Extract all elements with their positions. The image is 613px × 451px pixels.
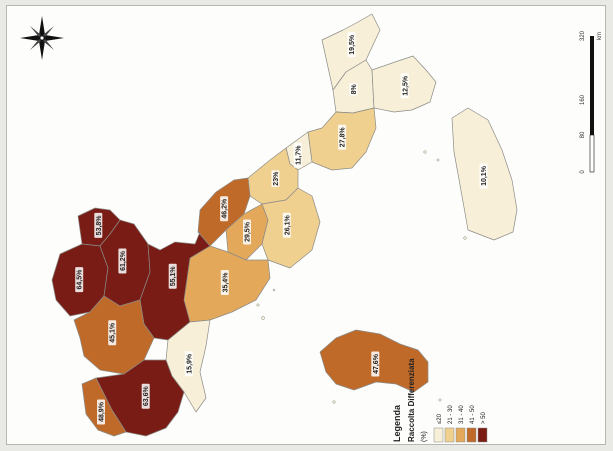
- region-label-bg: [282, 212, 291, 238]
- scale-unit-label: km: [597, 32, 603, 40]
- region-label: 8%: [351, 83, 358, 94]
- region-label-group: 26,1%: [282, 212, 291, 238]
- legend-swatch: [455, 427, 466, 443]
- region-label: 47,6%: [373, 353, 380, 374]
- legend-unit: (%): [421, 431, 428, 442]
- legend-swatch: [444, 427, 455, 443]
- region-label-bg: [220, 270, 229, 295]
- region-label-bg: [94, 212, 103, 238]
- legend: Legenda Raccolta Differenziata (%) ≤20 21…: [392, 358, 488, 443]
- region-label-group: 23%: [271, 170, 280, 187]
- legend-title: Legenda: [392, 404, 402, 442]
- scale-bar: 0 80 160 320 km: [580, 30, 603, 173]
- region-r10: [261, 187, 321, 269]
- region-label-bg: [220, 196, 229, 222]
- region-label-bg: [349, 83, 358, 96]
- region-label-bg: [243, 219, 251, 245]
- scale-tick-label: 160: [580, 94, 586, 105]
- region-label: 53,8%: [96, 215, 103, 236]
- region-label: 64,5%: [77, 269, 84, 290]
- region-label-group: 47,6%: [371, 351, 380, 377]
- region-label-bg: [338, 124, 347, 150]
- region-label-bg: [75, 267, 84, 293]
- region-label-bg: [400, 73, 409, 99]
- region-label: 35,4%: [222, 272, 229, 293]
- region-label-group: 63,6%: [141, 383, 150, 409]
- region-label-group: 15,9%: [184, 351, 193, 377]
- region-label: 23%: [273, 171, 280, 186]
- region-label-bg: [347, 32, 356, 58]
- legend-swatch: [466, 427, 477, 443]
- region-label-bg: [141, 383, 150, 409]
- legend-subtitle: Raccolta Differenziata: [407, 358, 416, 442]
- region-label-group: 19,5%: [347, 32, 356, 58]
- region-label-bg: [293, 142, 302, 168]
- region-label-group: 8%: [349, 83, 358, 96]
- region-label: 19,5%: [349, 34, 356, 55]
- region-label: 46,2%: [222, 198, 229, 219]
- region-label-group: 61,2%: [118, 248, 127, 274]
- region-label-group: 53,8%: [94, 212, 103, 238]
- scale-tick-label: 320: [580, 30, 586, 41]
- region-label-group: 29,5%: [243, 219, 252, 245]
- region-label-bg: [479, 163, 488, 189]
- legend-class-label: 21 - 30: [448, 405, 454, 424]
- region-label-group: 55,1%: [168, 263, 177, 289]
- region-label-group: 12,5%: [400, 73, 409, 99]
- scale-tick-label: 80: [580, 131, 586, 138]
- region-label: 12,5%: [402, 75, 409, 96]
- region-label-bg: [118, 248, 127, 274]
- region-label-bg: [108, 320, 117, 346]
- legend-class-label: 31 - 40: [459, 405, 465, 424]
- region-label: 63,6%: [143, 386, 150, 407]
- region-label-group: 35,4%: [220, 270, 229, 295]
- legend-class-label: ≤20: [437, 413, 443, 424]
- region-label: 45,1%: [110, 322, 117, 343]
- region-label: 15,9%: [186, 353, 193, 374]
- legend-swatch: [433, 427, 444, 443]
- region-label-group: 11,7%: [293, 142, 302, 168]
- region-label: 11,7%: [295, 145, 302, 165]
- legend-class-label: > 50: [481, 411, 487, 424]
- region-label-group: 46,2%: [220, 196, 229, 222]
- region-label-bg: [168, 263, 177, 289]
- island-dots: [256, 150, 467, 404]
- region-label: 48,9%: [99, 401, 106, 422]
- region-label: 55,1%: [170, 266, 177, 287]
- region-label-group: 10,1%: [479, 163, 488, 189]
- region-label-bg: [271, 170, 280, 187]
- region-label: 26,1%: [284, 215, 291, 236]
- region-label: 27,8%: [340, 127, 347, 148]
- legend-class-label: 41 - 50: [470, 405, 476, 424]
- region-label-group: 48,9%: [97, 399, 106, 425]
- legend-classes: ≤20 21 - 30 31 - 40 41 - 50 > 50: [433, 405, 488, 443]
- region-label-group: 45,1%: [108, 320, 117, 346]
- legend-swatch: [477, 427, 488, 443]
- region-label-bg: [184, 351, 193, 377]
- region-label-bg: [97, 399, 105, 425]
- region-label-group: 27,8%: [338, 124, 347, 150]
- compass-rose-icon: [20, 16, 64, 60]
- scale-tick-label: 0: [580, 170, 586, 174]
- region-label: 10,1%: [481, 165, 488, 186]
- scale-bar-segment-3: [590, 36, 594, 100]
- region-labels: 19,5% 8% 12,5% 10,1% 27,8% 11,7% 23% 46,2% 29,5%…: [75, 32, 488, 425]
- region-label-bg: [371, 351, 380, 377]
- region-label-group: 64,5%: [75, 267, 84, 293]
- region-label: 29,5%: [245, 221, 252, 242]
- scale-bar-segment-2: [589, 134, 595, 173]
- region-label: 61,2%: [120, 250, 127, 271]
